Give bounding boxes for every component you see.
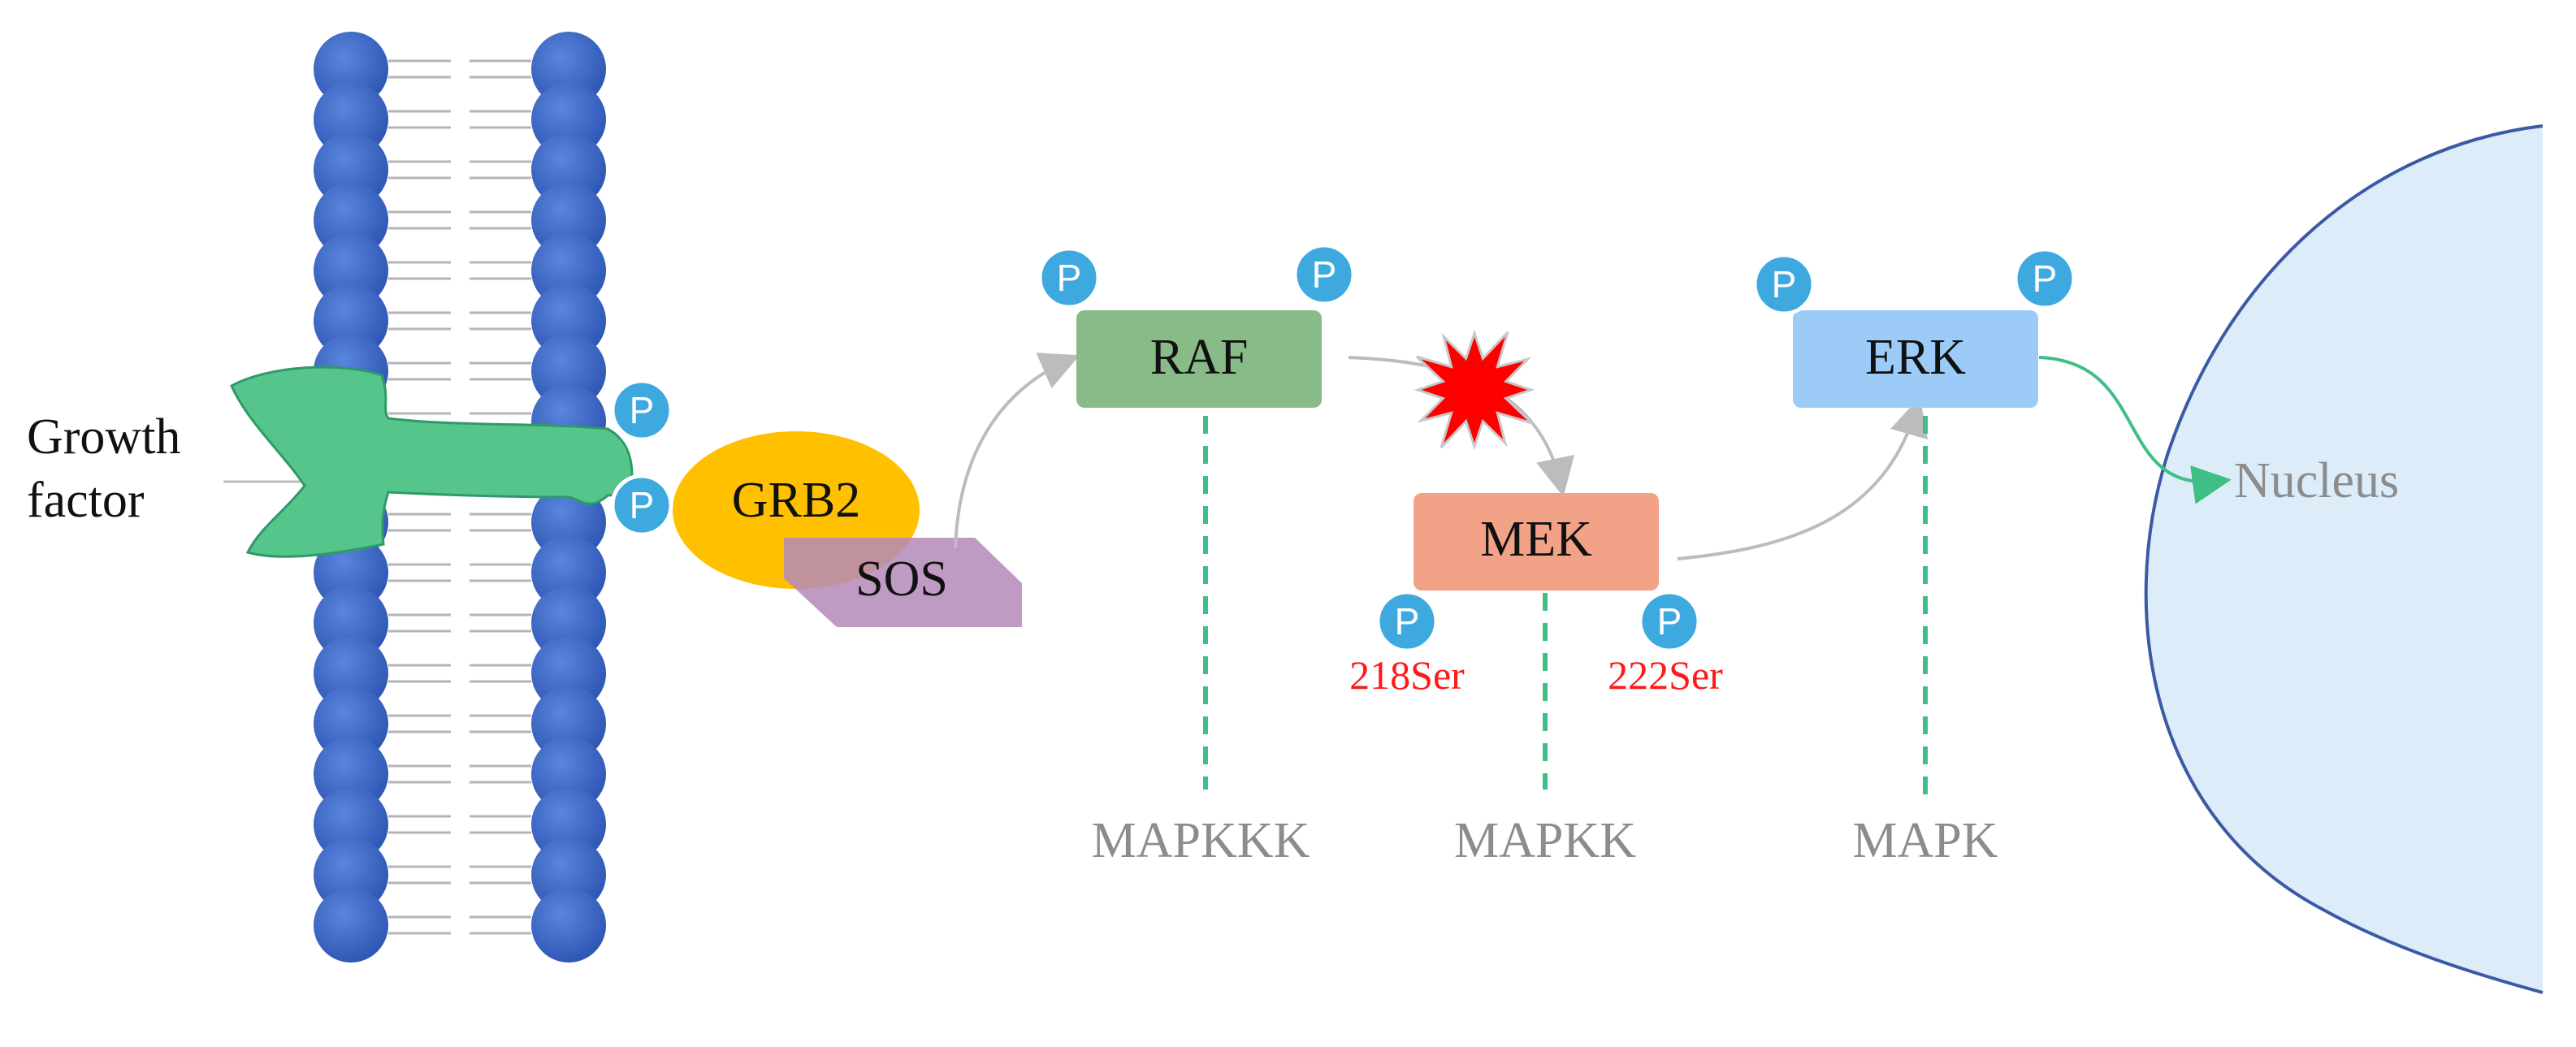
- growth-factor-line2: factor: [27, 473, 145, 528]
- phospho-label: P: [630, 389, 655, 431]
- mek-box: [1414, 493, 1659, 591]
- mek-site-222ser: 222Ser: [1608, 652, 1723, 698]
- phospho-badge: P: [610, 474, 673, 537]
- lipid-tails: [388, 110, 531, 129]
- phospho-badge: P: [610, 379, 673, 442]
- growth-factor-line1: Growth: [27, 409, 180, 465]
- lipid-tails: [388, 764, 531, 784]
- sos-shape: [784, 538, 1022, 627]
- lipid-tails: [388, 311, 531, 331]
- lipid-tails: [388, 915, 531, 935]
- lipid-head: [314, 888, 388, 963]
- erk-tier-label: MAPK: [1852, 813, 1998, 868]
- grb2-label: GRB2: [732, 473, 860, 528]
- raf-tier-label: MAPKKK: [1092, 813, 1310, 868]
- arrow-sos-to-raf: [954, 353, 1080, 549]
- mek-label: MEK: [1480, 512, 1592, 567]
- activation-burst-shape: [1414, 329, 1535, 451]
- phospho-badge: P: [1375, 590, 1439, 653]
- erk-box: [1793, 310, 2038, 408]
- raf-box: [1076, 310, 1322, 408]
- mek-tier-label: MAPKK: [1454, 813, 1636, 868]
- phospho-label: P: [630, 484, 655, 526]
- lipid-tails: [388, 563, 531, 582]
- arrow-mek-to-erk: [1677, 396, 1929, 560]
- receptor-shape: [230, 366, 634, 558]
- phospho-badge: P: [1638, 590, 1701, 653]
- phospho-label: P: [1772, 263, 1797, 305]
- phospho-badge: P: [1292, 243, 1356, 306]
- lipid-head: [531, 888, 606, 963]
- phospho-label: P: [1312, 253, 1337, 296]
- nucleus-shape: [2145, 126, 2543, 993]
- phospho-label: P: [1395, 600, 1420, 642]
- lipid-tails: [388, 160, 531, 180]
- lipid-tails: [388, 815, 531, 834]
- lipid-tails: [388, 59, 531, 79]
- phospho-badge: P: [1037, 246, 1101, 309]
- phospho-label: P: [2033, 257, 2058, 300]
- raf-label: RAF: [1150, 330, 1249, 385]
- mek-site-218ser: 218Ser: [1349, 652, 1465, 698]
- nucleus-label: Nucleus: [2234, 453, 2399, 508]
- lipid-tails: [388, 865, 531, 885]
- lipid-tails: [388, 714, 531, 733]
- arrow-erk-to-nucleus: [2038, 356, 2232, 504]
- phospho-label: P: [1657, 600, 1682, 642]
- nucleus-membrane: [2144, 124, 2544, 994]
- lipid-tails: [388, 513, 531, 532]
- phospho-label: P: [1057, 257, 1082, 299]
- lipid-tails: [388, 261, 531, 280]
- phospho-badge: P: [2013, 247, 2076, 310]
- erk-label: ERK: [1865, 330, 1966, 385]
- sos-label: SOS: [855, 552, 948, 607]
- lipid-tails: [388, 664, 531, 683]
- phospho-badges: P P P P P P P P: [610, 243, 2076, 653]
- lipid-tails: [388, 613, 531, 633]
- lipid-tails: [388, 210, 531, 230]
- growth-factor-label: Growth factor: [27, 409, 193, 528]
- lipid-tails: [388, 361, 531, 381]
- phospho-badge: P: [1752, 253, 1816, 316]
